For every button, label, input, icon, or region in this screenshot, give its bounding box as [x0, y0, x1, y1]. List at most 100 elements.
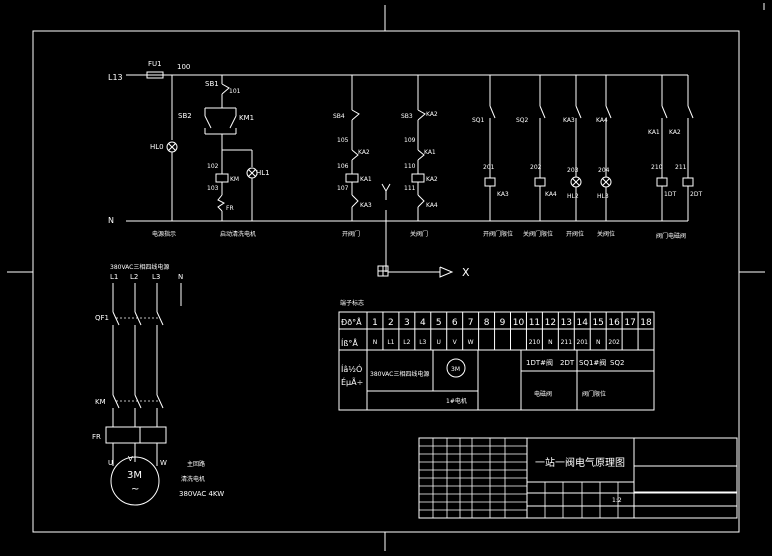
thermal-relay-left: [105, 426, 141, 444]
terminal-number: 15: [592, 318, 603, 328]
node-103: 103: [207, 185, 219, 192]
motor-note-main: 主回路: [187, 460, 205, 468]
motor-l2-label: L2: [130, 273, 138, 281]
terminal-motor-symbol: [446, 358, 466, 378]
terminal-number: 1: [372, 318, 378, 328]
sq2-label: SQ2: [516, 117, 529, 124]
ka1-nc-label: KA1: [424, 149, 436, 156]
dt2-label: 2DT: [690, 191, 702, 198]
terminal-table-title: 端子标志: [340, 299, 364, 307]
node-101: 101: [229, 88, 241, 95]
km-main-label: KM: [95, 398, 106, 406]
sb3-label: SB3: [401, 113, 413, 120]
row-external-label: Íâ½Ó: [341, 363, 362, 374]
branch-label-close-limit: 关阀门限位: [523, 230, 553, 238]
motor-ac-symbol: ~: [131, 484, 139, 495]
ka4-nc-label: KA4: [426, 202, 438, 209]
limit-branches: SQ1 201 KA3 开阀门限位 SQ2 202 KA4 关阀门限位 KA3 …: [472, 75, 702, 240]
motor-w-label: W: [160, 459, 167, 467]
ka2-coil-label: KA2: [426, 176, 438, 183]
sb2-label: SB2: [178, 112, 192, 120]
terminal-wire: N: [548, 339, 553, 346]
terminal-211: 211: [675, 164, 687, 171]
branch-label-close: 关阀门: [410, 230, 428, 238]
terminal-204: 204: [598, 167, 610, 174]
ka3-coil-label: KA3: [497, 191, 509, 198]
node-111: 111: [404, 185, 416, 192]
row-note-label: ÉµÃ÷: [341, 376, 363, 387]
ka3-no-label: KA3: [563, 117, 575, 124]
branch-label-opening: 开阀位: [566, 230, 584, 238]
motor-note-pump: 清洗电机: [181, 475, 205, 483]
terminal-wire: L1: [387, 339, 394, 346]
terminal-motor-note: 1#电机: [446, 397, 467, 405]
motor-symbol-label: 3M: [127, 470, 142, 481]
terminal-wire: 201: [577, 339, 589, 346]
terminal-number: 8: [484, 318, 490, 328]
terminal-number: 14: [577, 318, 589, 328]
motor-supply-header: 380VAC三相四线电源: [110, 263, 169, 271]
terminal-number: 18: [640, 318, 652, 328]
motor-n-label: N: [178, 273, 183, 281]
terminal-wire: 210: [529, 339, 541, 346]
ka3-nc-label: KA3: [360, 202, 372, 209]
contact-ka4-nc: [417, 194, 425, 208]
solenoid-1dt: [656, 177, 668, 187]
terminal-number: 5: [436, 318, 442, 328]
hl3-label: HL3: [597, 193, 609, 200]
ka4-coil-label: KA4: [545, 191, 557, 198]
terminal-number: 7: [468, 318, 474, 328]
ka1-no-label: KA1: [648, 129, 660, 136]
terminal-number: 6: [452, 318, 458, 328]
fr-contact-label: FR: [226, 205, 234, 212]
row-wire-label: Íß°Å: [341, 337, 358, 348]
branch-label-power: 电源指示: [152, 230, 176, 238]
terminal-wire: V: [453, 339, 458, 346]
coil-ka4: [534, 177, 546, 187]
x-axis-mark: X: [462, 266, 470, 279]
ucs-marker: X: [377, 265, 470, 279]
terminal-valve-label: 电磁阀: [534, 390, 552, 398]
motor-v-label: V: [128, 455, 133, 463]
terminal-number: 12: [545, 318, 556, 328]
terminal-number: 9: [500, 318, 506, 328]
terminal-210: 210: [651, 164, 663, 171]
branch-label-open: 开阀门: [342, 230, 360, 238]
motor-l1-label: L1: [110, 273, 118, 281]
motor-u-label: U: [108, 459, 113, 467]
title-block-left-grid: [419, 438, 527, 518]
drawing-frame: [7, 3, 765, 551]
terminal-wire: N: [373, 339, 378, 346]
lamp-hl0-label: HL0: [150, 143, 164, 151]
title-block-right-grid: [544, 482, 619, 518]
terminal-limit-sq1: SQ1#阀: [579, 358, 606, 367]
node-110: 110: [404, 163, 416, 170]
contact-ka3-nc: [351, 194, 359, 208]
sq1-label: SQ1: [472, 117, 485, 124]
branch-label-pump: 启动清洗电机: [220, 230, 256, 238]
ka2-nc-label: KA2: [358, 149, 370, 156]
hl1-label: HL1: [256, 169, 270, 177]
drawing-title: 一站一阀电气原理图: [535, 456, 625, 469]
terminal-wire: 202: [608, 339, 620, 346]
fr-main-label: FR: [92, 433, 101, 441]
solenoid-2dt: [682, 177, 694, 187]
button-sb4: [351, 109, 360, 121]
ka1-coil-label: KA1: [360, 176, 372, 183]
hl2-label: HL2: [567, 193, 579, 200]
branch-label-valve: 阀门电磁阀: [656, 232, 686, 240]
title-block: 一站一阀电气原理图 1:2: [418, 437, 738, 519]
terminal-number: 3: [404, 318, 410, 328]
node-109: 109: [404, 137, 416, 144]
motor-rating: 380VAC 4KW: [179, 490, 224, 498]
terminal-limit-sq2: SQ2: [610, 359, 624, 367]
sb4-label: SB4: [333, 113, 345, 120]
terminal-number: 4: [420, 318, 426, 328]
button-sb3: [417, 109, 426, 121]
fuse-label: FU1: [148, 60, 162, 68]
coil-ka2: [411, 173, 425, 183]
terminal-202: 202: [530, 164, 542, 171]
